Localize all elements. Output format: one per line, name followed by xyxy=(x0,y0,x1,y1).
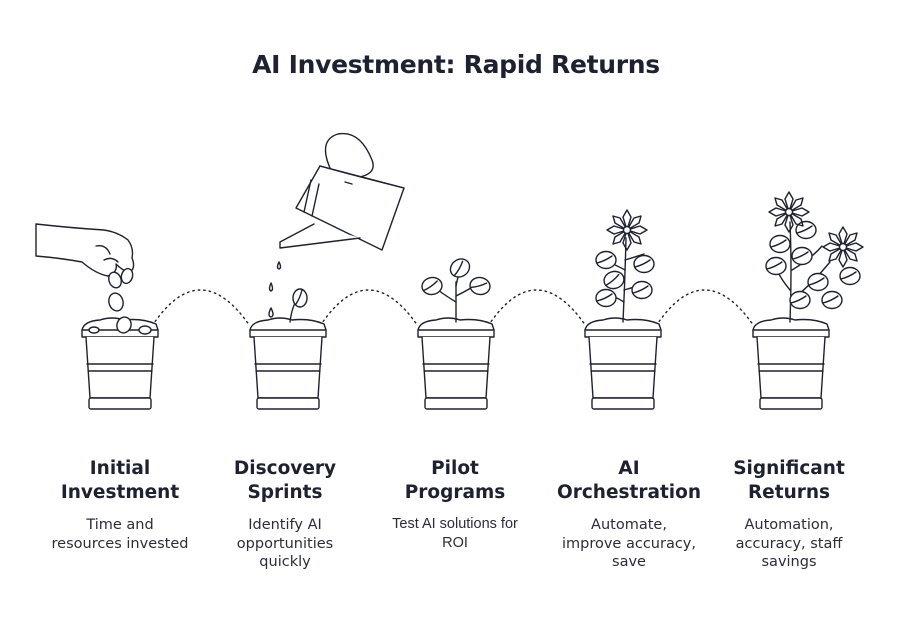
watering-can-icon xyxy=(268,132,405,318)
step-description: Identify AI opportunities quickly xyxy=(236,517,334,570)
pot-4-icon xyxy=(584,317,662,410)
step-description: Automation, accuracy, staff savings xyxy=(735,517,843,570)
dotted-connectors xyxy=(151,289,755,327)
full-bloom-plant-icon xyxy=(765,191,864,323)
step-description: Automate, improve accuracy, save xyxy=(561,517,696,570)
step-ai-orchestration: AI Orchestration Automate, improve accur… xyxy=(545,457,713,572)
step-description: Time and resources invested xyxy=(51,517,189,552)
flowering-plant-icon xyxy=(595,209,655,323)
step-title: AI Orchestration xyxy=(556,458,702,503)
pot-2-icon xyxy=(249,317,327,410)
step-initial-investment: Initial Investment Time and resources in… xyxy=(36,457,204,553)
pot-3-icon xyxy=(417,317,495,410)
step-description: Test AI solutions for ROI xyxy=(392,516,518,551)
seedling-icon xyxy=(419,254,493,323)
pot-5-icon xyxy=(752,317,830,410)
sprout-icon xyxy=(289,288,308,323)
step-pilot-programs: Pilot Programs Test AI solutions for ROI xyxy=(371,457,539,552)
step-title: Significant Returns xyxy=(733,458,845,503)
step-discovery-sprints: Discovery Sprints Identify AI opportunit… xyxy=(201,457,369,572)
step-title: Initial Investment xyxy=(60,458,180,503)
page-title: AI Investment: Rapid Returns xyxy=(252,50,660,79)
step-title: Discovery Sprints xyxy=(233,458,337,503)
hand-planting-seeds-icon xyxy=(35,223,152,335)
step-title: Pilot Programs xyxy=(404,458,506,503)
step-significant-returns: Significant Returns Automation, accuracy… xyxy=(705,457,873,572)
